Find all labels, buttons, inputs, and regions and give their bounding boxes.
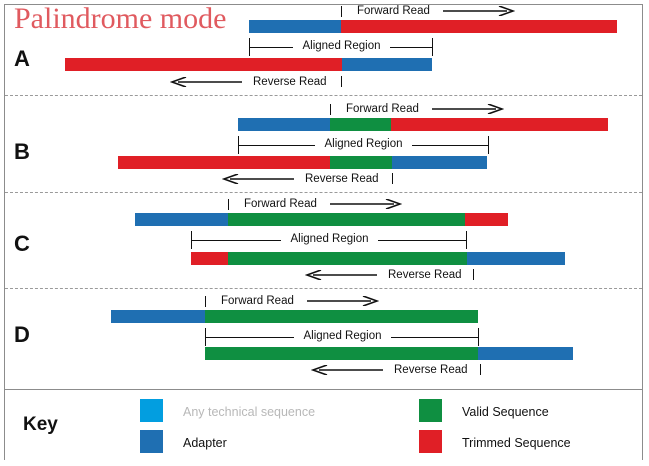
panel-letter-d: D xyxy=(14,322,30,347)
panel-separator-b-c xyxy=(5,192,642,193)
panel-a-forward-tick xyxy=(341,6,342,17)
segment-valid-sequence xyxy=(330,156,393,169)
panel-a-forward-arrow-icon xyxy=(443,6,515,16)
panel-d-aligned-region-label: Aligned Region xyxy=(303,330,382,342)
panel-b-reverse-arrow-icon xyxy=(222,174,294,184)
key-swatch-trimmed-sequence xyxy=(419,430,442,453)
panel-d-reverse-arrow-icon xyxy=(311,365,383,375)
panel-c-aligned-region-bracket: Aligned Region xyxy=(191,231,468,249)
figure-title: Palindrome mode xyxy=(14,2,227,35)
panel-a-reverse-tick xyxy=(341,76,342,87)
key-label-any-technical-sequence: Any technical sequence xyxy=(183,405,316,419)
panel-separator-c-d xyxy=(5,288,642,289)
segment-valid-sequence xyxy=(228,252,467,265)
panel-c-forward-arrow-icon xyxy=(330,199,402,209)
segment-valid-sequence xyxy=(330,118,392,131)
panel-c-forward-read-label: Forward Read xyxy=(244,198,317,210)
panel-a-reverse-read-label: Reverse Read xyxy=(253,76,327,88)
panel-c-forward-read-bar xyxy=(135,213,508,226)
segment-valid-sequence xyxy=(204,310,478,323)
panel-a-reverse-arrow-icon xyxy=(170,77,242,87)
panel-d-forward-tick xyxy=(205,296,206,307)
panel-c-reverse-read-bar xyxy=(191,252,565,265)
panel-a-forward-read-label: Forward Read xyxy=(357,5,430,17)
segment-trimmed-sequence xyxy=(65,58,343,71)
segment-adapter xyxy=(467,252,565,265)
panel-letter-c: C xyxy=(14,231,30,256)
segment-valid-sequence xyxy=(227,213,465,226)
panel-letter-b: B xyxy=(14,139,30,164)
panel-c-aligned-region-label: Aligned Region xyxy=(290,233,369,245)
panel-b-forward-read-bar xyxy=(238,118,608,131)
key-title: Key xyxy=(23,414,58,435)
key-label-adapter: Adapter xyxy=(183,436,227,450)
panel-b-forward-arrow-icon xyxy=(432,104,504,114)
panel-b-forward-tick xyxy=(330,104,331,115)
panel-b-reverse-tick xyxy=(392,173,393,184)
segment-adapter xyxy=(238,118,331,131)
key-legend: Key Any technical sequence Adapter Valid… xyxy=(5,389,642,460)
segment-valid-sequence xyxy=(205,347,479,360)
panel-d-forward-read-label: Forward Read xyxy=(221,295,294,307)
panel-c-reverse-arrow-icon xyxy=(305,270,377,280)
panel-d-reverse-read-bar xyxy=(205,347,573,360)
segment-trimmed-sequence xyxy=(191,252,229,265)
panel-letter-a: A xyxy=(14,46,30,71)
segment-adapter xyxy=(249,20,341,33)
segment-trimmed-sequence xyxy=(118,156,331,169)
key-swatch-adapter xyxy=(140,430,163,453)
segment-trimmed-sequence xyxy=(391,118,608,131)
panel-a-aligned-region-bracket: Aligned Region xyxy=(249,38,434,56)
panel-b-aligned-region-label: Aligned Region xyxy=(324,138,403,150)
segment-adapter xyxy=(478,347,573,360)
panel-c-reverse-read-label: Reverse Read xyxy=(388,269,462,281)
key-swatch-valid-sequence xyxy=(419,399,442,422)
panel-d-forward-arrow-icon xyxy=(307,296,379,306)
panel-c-reverse-tick xyxy=(473,269,474,280)
segment-trimmed-sequence xyxy=(464,213,508,226)
panel-c-forward-tick xyxy=(228,199,229,210)
panel-a-forward-read-bar xyxy=(249,20,617,33)
panel-b-reverse-read-label: Reverse Read xyxy=(305,173,379,185)
panel-b-aligned-region-bracket: Aligned Region xyxy=(238,136,490,154)
figure-border xyxy=(4,4,643,460)
panel-d-forward-read-bar xyxy=(111,310,478,323)
panel-b-forward-read-label: Forward Read xyxy=(346,103,419,115)
key-label-valid-sequence: Valid Sequence xyxy=(462,405,549,419)
segment-trimmed-sequence xyxy=(341,20,617,33)
panel-d-aligned-region-bracket: Aligned Region xyxy=(205,328,480,346)
panel-b-reverse-read-bar xyxy=(118,156,487,169)
panel-a-reverse-read-bar xyxy=(65,58,432,71)
segment-adapter xyxy=(392,156,487,169)
panel-a-aligned-region-label: Aligned Region xyxy=(302,40,381,52)
panel-d-reverse-read-label: Reverse Read xyxy=(394,364,468,376)
segment-adapter xyxy=(342,58,432,71)
panel-d-reverse-tick xyxy=(480,364,481,375)
segment-adapter xyxy=(135,213,228,226)
panel-separator-a-b xyxy=(5,95,642,96)
key-swatch-any-technical-sequence xyxy=(140,399,163,422)
segment-adapter xyxy=(111,310,205,323)
key-label-trimmed-sequence: Trimmed Sequence xyxy=(462,436,571,450)
